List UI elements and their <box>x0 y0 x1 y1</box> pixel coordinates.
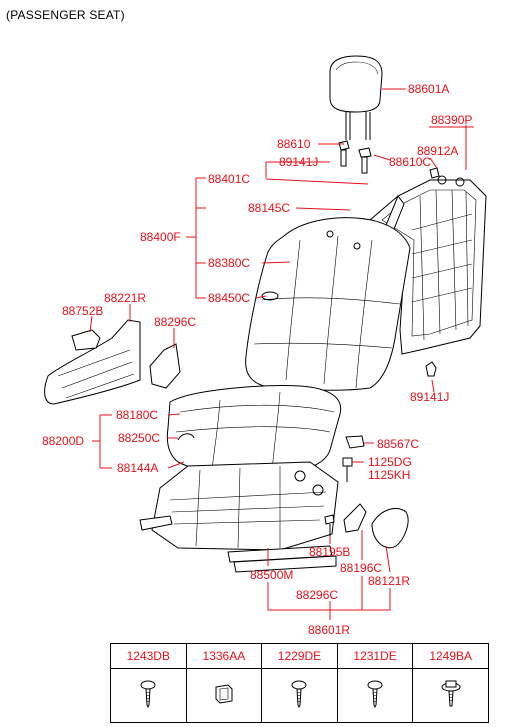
seat-track-drawing <box>139 461 339 573</box>
part-label-88401C: 88401C <box>208 172 251 186</box>
diagram-title: (PASSENGER SEAT) <box>6 8 125 22</box>
fastener-code-1336AA: 1336AA <box>185 643 263 669</box>
fastener-cell-1 <box>110 668 187 723</box>
fastener-table-icon-row <box>110 668 489 723</box>
clip-nut-icon <box>215 684 233 704</box>
flange-bolt-icon <box>441 680 461 707</box>
part-label-88121R: 88121R <box>368 574 411 588</box>
part-label-88601R: 88601R <box>308 623 351 637</box>
fastener-cell-4 <box>336 668 414 723</box>
seat-cushion-drawing <box>166 385 342 475</box>
part-label-89141J-bottom: 89141J <box>410 390 450 404</box>
fastener-code-1243DB: 1243DB <box>110 643 187 669</box>
part-label-88752B: 88752B <box>62 304 104 318</box>
part-label-88610: 88610 <box>277 137 311 151</box>
part-label-88380C: 88380C <box>208 256 251 270</box>
fastener-cell-2 <box>185 668 263 723</box>
seatback-cushion-drawing <box>245 217 411 391</box>
part-label-88296C-top: 88296C <box>154 315 197 329</box>
fastener-code-1249BA: 1249BA <box>412 643 489 669</box>
headrest-drawing <box>329 55 383 140</box>
fastener-cell-3 <box>261 668 338 723</box>
part-label-88296C-bottom: 88296C <box>296 588 339 602</box>
headrest-guides-drawing <box>338 140 440 179</box>
part-label-88200D: 88200D <box>42 434 85 448</box>
screw-icon <box>291 680 307 709</box>
leader-lines <box>89 88 474 620</box>
fastener-table-header-row: 1243DB 1336AA 1229DE 1231DE 1249BA <box>110 643 489 669</box>
screw-icon <box>367 680 383 709</box>
side-cover-drawing <box>44 319 181 405</box>
part-label-88400F: 88400F <box>140 230 181 244</box>
part-label-89141J-top: 89141J <box>279 155 319 169</box>
screw-icon <box>140 680 156 709</box>
part-label-1125KH: 1125KH <box>368 468 411 482</box>
fastener-cell-5 <box>412 668 489 723</box>
fastener-table: 1243DB 1336AA 1229DE 1231DE 1249BA <box>110 643 489 723</box>
part-label-88144A: 88144A <box>117 461 159 475</box>
part-label-88145C: 88145C <box>248 201 291 215</box>
part-label-88250C: 88250C <box>118 431 161 445</box>
part-label-88601A: 88601A <box>408 82 450 96</box>
part-label-88195B: 88195B <box>309 545 351 559</box>
part-label-88180C: 88180C <box>116 408 159 422</box>
part-label-88196C: 88196C <box>340 561 383 575</box>
part-label-88912A: 88912A <box>417 144 459 158</box>
part-label-88450C: 88450C <box>208 291 251 305</box>
part-label-88567C: 88567C <box>377 437 420 451</box>
part-label-88221R: 88221R <box>104 291 147 305</box>
fastener-code-1229DE: 1229DE <box>261 643 338 669</box>
part-label-1125DG: 1125DG <box>368 455 412 469</box>
small-parts-drawing <box>324 435 409 549</box>
part-label-88610C: 88610C <box>389 155 432 169</box>
fastener-code-1231DE: 1231DE <box>336 643 414 669</box>
part-label-88390P: 88390P <box>431 113 473 127</box>
part-label-88500M: 88500M <box>250 568 294 582</box>
